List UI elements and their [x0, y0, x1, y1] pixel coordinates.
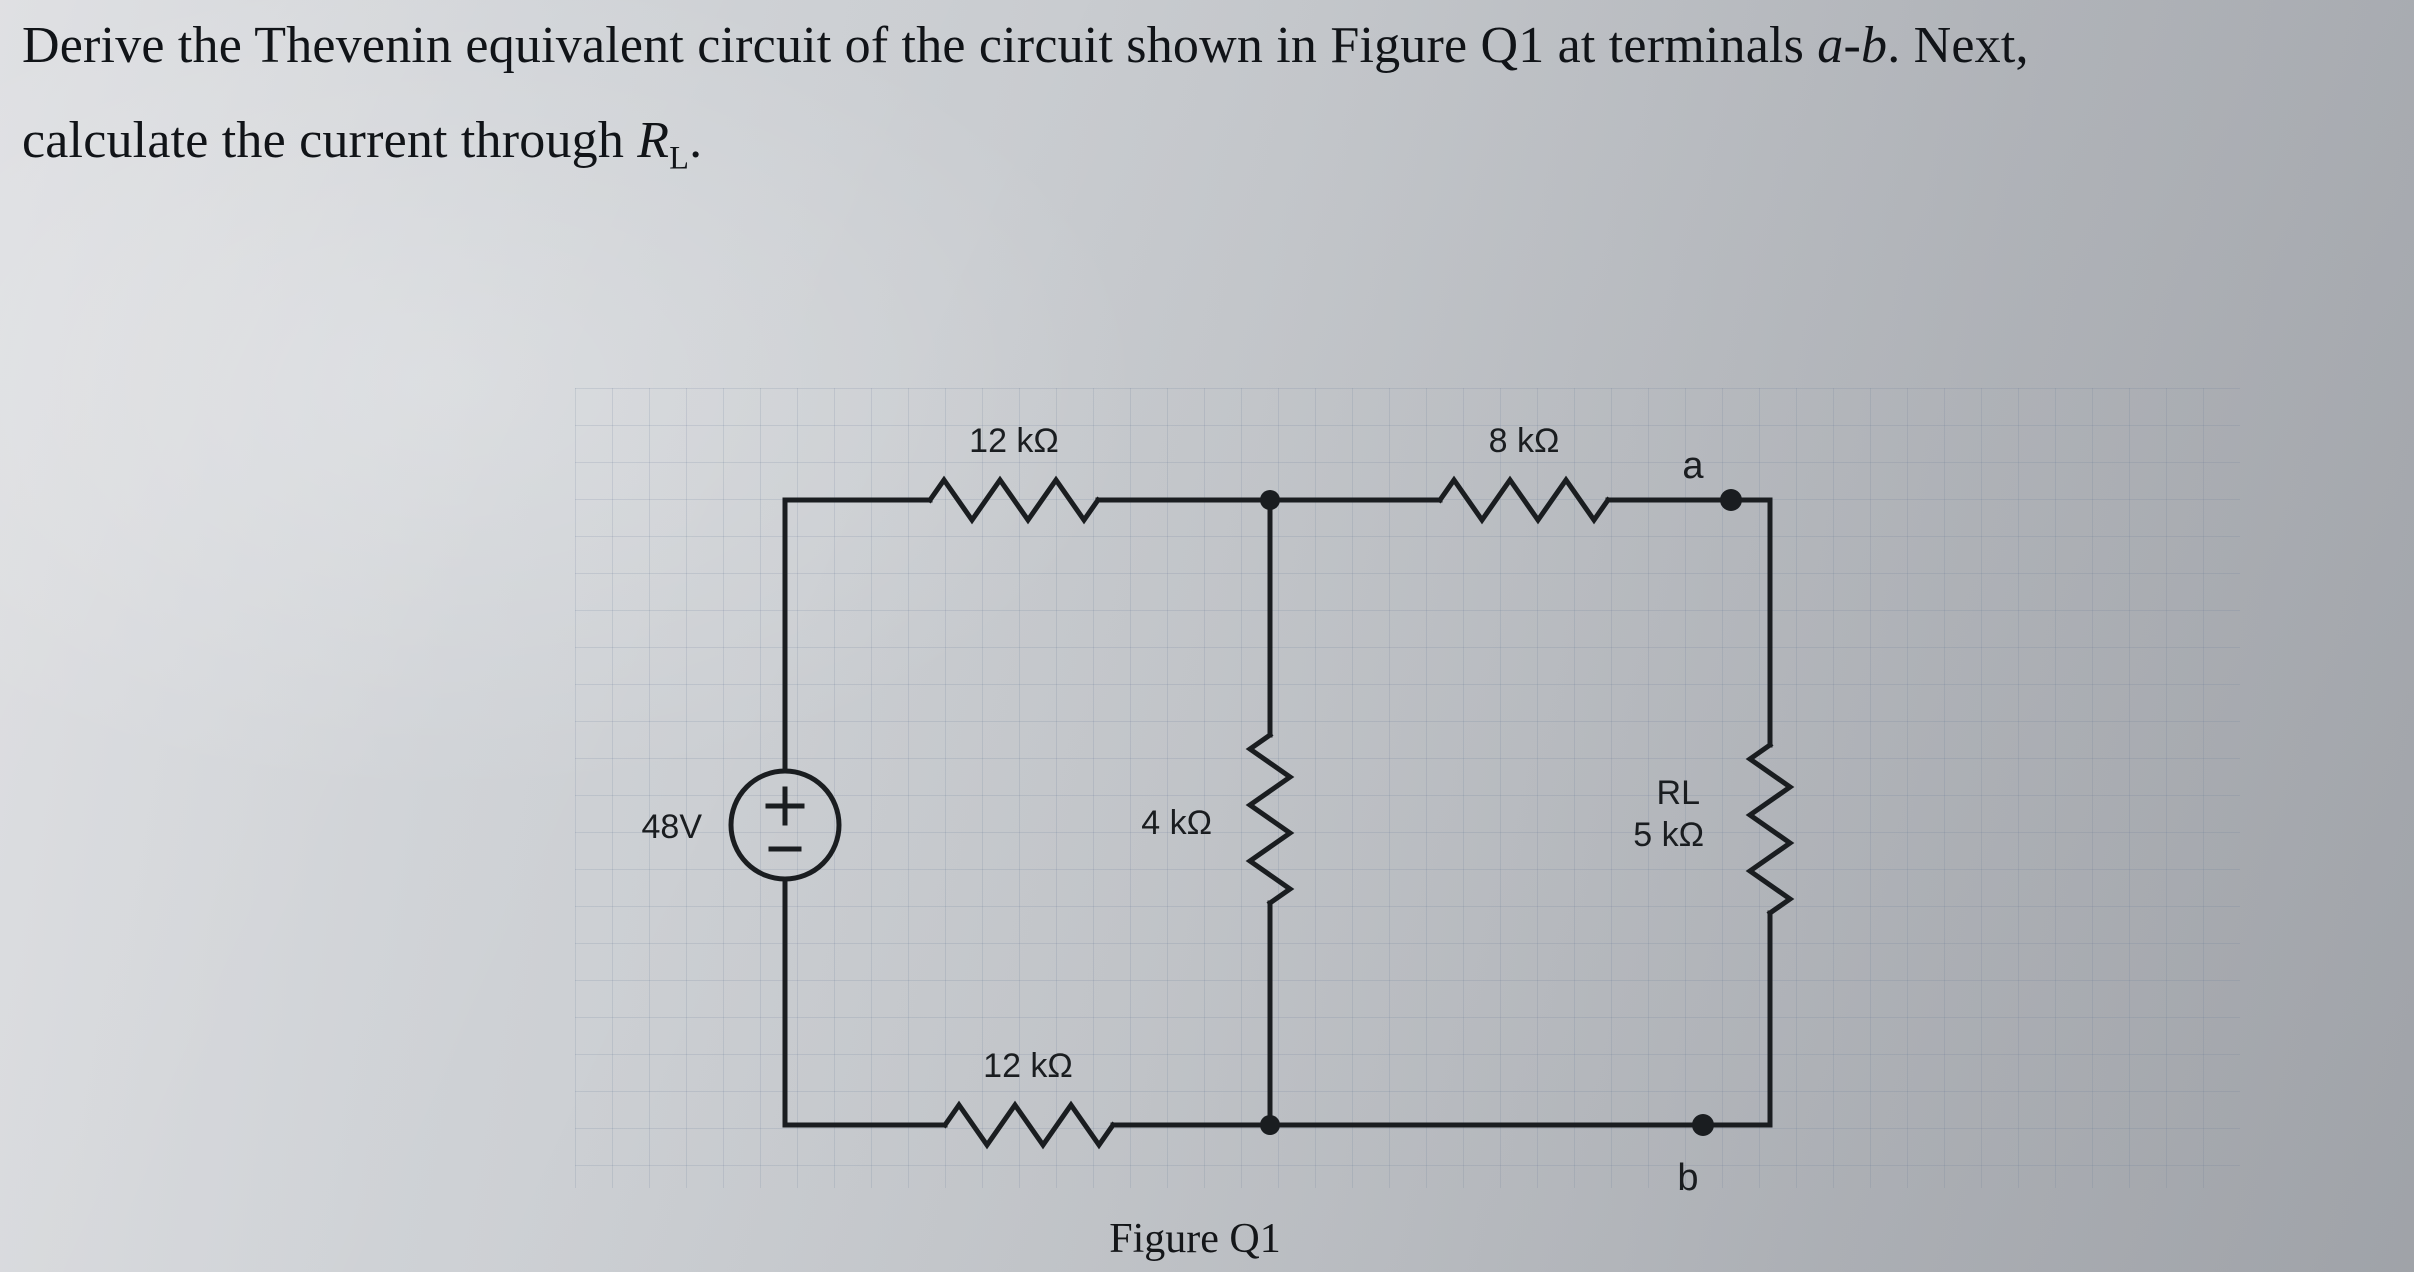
label-terminal-b: b: [1677, 1157, 1698, 1199]
label-resistor-middle: 4 kΩ: [1141, 804, 1212, 842]
problem-line2-suffix: .: [689, 111, 703, 169]
node-top-middle: [1260, 490, 1280, 510]
resistor-top-right-zigzag: [1436, 475, 1612, 525]
problem-line1-text: Derive the Thevenin equivalent circuit o…: [22, 17, 1818, 74]
node-bottom-middle: [1260, 1115, 1280, 1135]
node-terminal-b: [1692, 1114, 1714, 1136]
problem-statement: Derive the Thevenin equivalent circuit o…: [22, 6, 2402, 197]
resistor-load-zigzag: [1745, 741, 1795, 917]
label-resistor-bottom: 12 kΩ: [983, 1047, 1073, 1085]
label-load-name: RL: [1657, 774, 1700, 812]
figure-caption: Figure Q1: [1109, 1216, 1281, 1262]
resistor-bottom-zigzag: [941, 1100, 1117, 1150]
resistor-top-left-zigzag: [926, 475, 1102, 525]
problem-line-2: calculate the current through RL.: [22, 101, 2402, 183]
label-resistor-top-left: 12 kΩ: [969, 422, 1059, 460]
problem-line2-text: calculate the current through: [22, 111, 638, 169]
problem-line-1: Derive the Thevenin equivalent circuit o…: [22, 6, 2402, 87]
problem-line1-suffix: . Next,: [1887, 17, 2029, 74]
node-terminal-a: [1720, 489, 1742, 511]
label-terminal-a: a: [1682, 445, 1704, 487]
source-plus-icon: [765, 786, 805, 826]
rl-symbol: R: [637, 111, 670, 169]
label-load-value: 5 kΩ: [1633, 816, 1704, 854]
label-resistor-top-right: 8 kΩ: [1489, 422, 1560, 460]
rl-subscript: L: [669, 138, 690, 175]
terminals-ab-italic: a-b: [1817, 17, 1888, 74]
label-voltage-source: 48V: [642, 808, 703, 846]
resistor-middle-zigzag: [1245, 731, 1295, 907]
